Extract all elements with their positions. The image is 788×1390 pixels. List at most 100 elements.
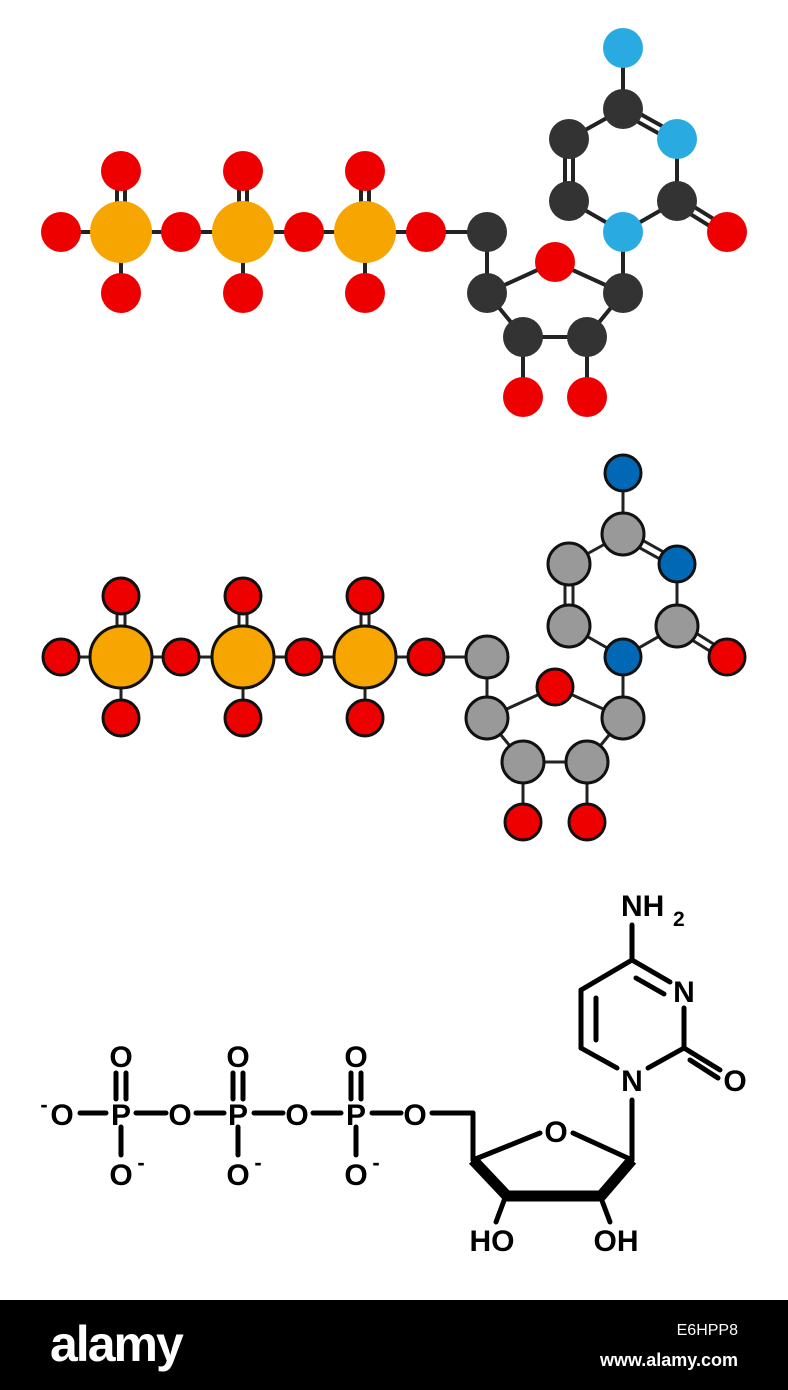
atom-c4 [467,273,507,313]
atom-c2b [654,603,700,649]
atom-c4 [464,695,510,741]
atom-o10 [406,212,446,252]
atom-o4 [161,637,201,677]
label-nh2: NH [621,890,664,923]
label-o-minus: - [40,1092,47,1117]
atom-o11 [535,667,575,707]
atom-o2 [101,576,141,616]
label-o-double-1: O [109,1041,132,1074]
atom-p1 [88,624,154,690]
atom-o7 [284,212,324,252]
label-o-bridge-1: O [168,1099,191,1132]
atom-o10 [406,637,446,677]
atom-c2 [564,739,610,785]
label-ho: HO [470,1225,515,1258]
bond-c4-o-ring [470,1130,543,1163]
atom-o3 [101,698,141,738]
bond-c2-n1 [645,1045,687,1071]
site-url: www.alamy.com [599,1350,738,1370]
atom-c5 [467,212,507,252]
atom-o5 [223,576,263,616]
label-o-double-3: O [344,1041,367,1074]
atom-c3 [503,317,543,357]
atom-o3 [101,273,141,313]
label-o-single-1: O [109,1159,132,1192]
atom-c4b [603,89,643,129]
bond-c4-n3-inner [633,975,667,997]
skeletal-formula: O - P P P O O O O O O O - O - O - O N N … [40,890,746,1258]
atom-n4 [603,28,643,68]
label-o-carbonyl: O [723,1065,746,1098]
bond-o-ring-c1 [570,1130,635,1163]
bond-n1-c6 [578,1045,620,1071]
atom-n1 [603,637,643,677]
atom-p2 [210,624,276,690]
atom-c2 [567,317,607,357]
ball-and-stick-model [41,453,747,842]
label-n3: N [673,976,695,1009]
label-o-ring: O [544,1116,567,1149]
atom-c5 [464,634,510,680]
space-filling-model [41,28,747,417]
atom-p3 [334,201,396,263]
label-o-minus-1: - [137,1150,144,1175]
bond-c3-oh [493,1195,508,1225]
atom-o5 [223,151,263,191]
label-o-single-3: O [344,1159,367,1192]
atom-c6 [546,603,592,649]
label-o-double-2: O [226,1041,249,1074]
atom-o6 [223,273,263,313]
atom-o12 [503,802,543,842]
molecule-diagrams: O - P P P O O O O O O O - O - O - O N N … [40,28,747,1258]
atom-o2 [101,151,141,191]
label-p1: P [111,1099,131,1132]
atom-o4 [161,212,201,252]
image-id: E6HPP8 [676,1322,738,1339]
atom-n4 [603,453,643,493]
atom-c1 [600,695,646,741]
label-o-minus-3: - [372,1150,379,1175]
atom-n3 [657,119,697,159]
alamy-logo: alamy [50,1316,184,1372]
atom-c2b [657,181,697,221]
label-nh2-subscript: 2 [673,908,685,931]
bond-c5-c4 [578,957,635,993]
atom-o1 [41,637,81,677]
atom-c4b [600,511,646,557]
atom-p3 [332,624,398,690]
atom-o14 [707,212,747,252]
atom-o11 [535,242,575,282]
skeletal-bonds [77,922,723,1225]
label-p2: P [228,1099,248,1132]
label-p3: P [346,1099,366,1132]
atom-o8 [345,576,385,616]
label-o-terminal: O [50,1099,73,1132]
bond-c4-n3 [629,957,673,985]
bond-c2-oh [598,1195,613,1225]
atom-o14 [707,637,747,677]
label-n1: N [621,1065,643,1098]
label-oh: OH [594,1225,639,1258]
atom-o12 [503,377,543,417]
atom-n1 [603,212,643,252]
atom-o7 [284,637,324,677]
atom-o8 [345,151,385,191]
atom-c5b [549,119,589,159]
atom-n3 [657,544,697,584]
atom-c3 [500,739,546,785]
label-o-bridge-2: O [285,1099,308,1132]
label-o-minus-2: - [254,1150,261,1175]
atom-o6 [223,698,263,738]
atom-o1 [41,212,81,252]
atom-c1 [603,273,643,313]
atom-o13 [567,377,607,417]
watermark-bar: alamy E6HPP8 www.alamy.com [0,1300,788,1390]
bond-c2-o [681,1045,723,1073]
atom-p2 [212,201,274,263]
atom-o9 [345,273,385,313]
atom-c5b [546,541,592,587]
atom-p1 [90,201,152,263]
atom-o13 [567,802,607,842]
label-o-single-2: O [226,1159,249,1192]
bond-c2-o-inner [687,1057,721,1081]
